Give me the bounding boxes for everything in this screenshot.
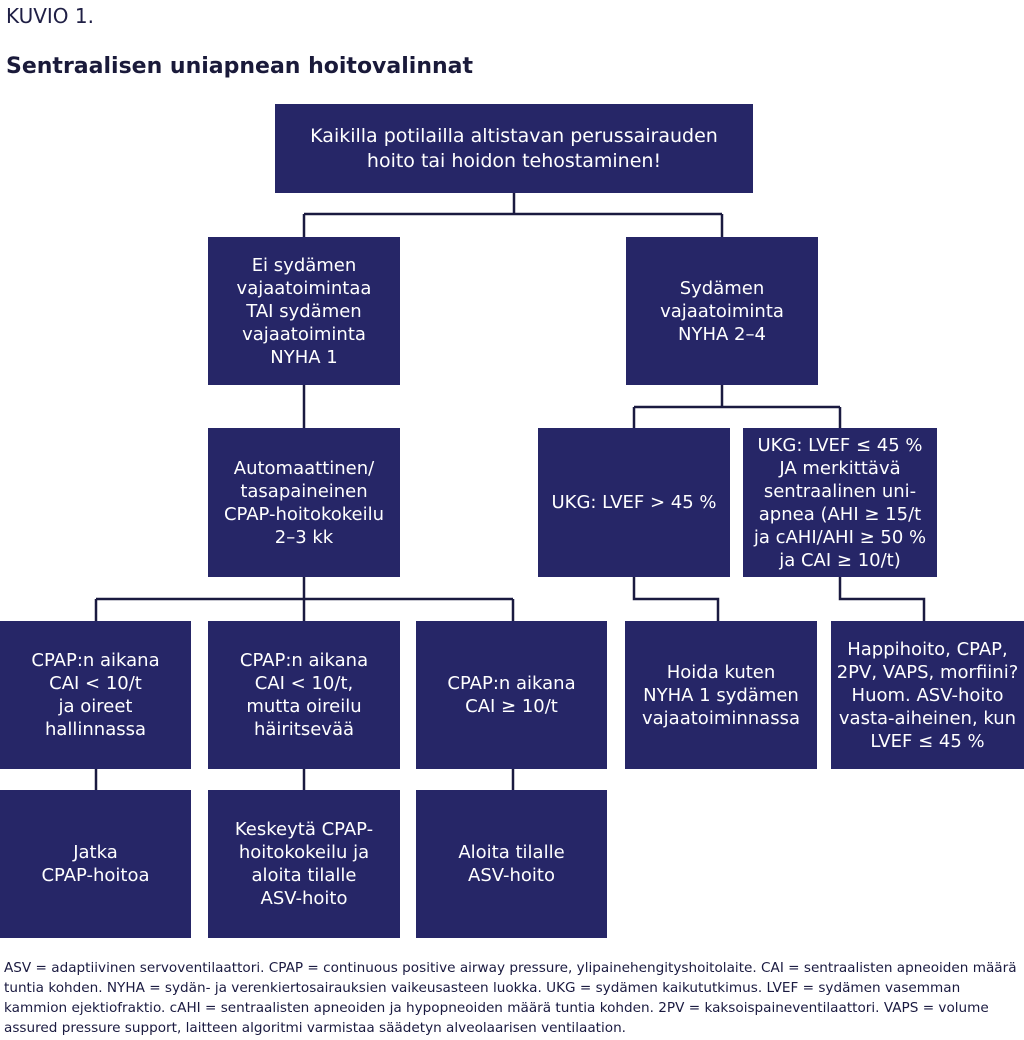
- continue-cpap-box: Jatka CPAP-hoitoa: [0, 790, 191, 938]
- heart-failure-box: Sydämen vajaatoiminta NYHA 2–4: [626, 237, 818, 385]
- lvef-over-45-box: UKG: LVEF > 45 %: [538, 428, 730, 577]
- figure-title: Sentraalisen uniapnean hoitovalinnat: [6, 54, 474, 79]
- treat-as-nyha1-box: Hoida kuten NYHA 1 sydämen vajaatoiminna…: [625, 621, 817, 769]
- cpap-trial-box: Automaattinen/ tasapaineinen CPAP-hoitok…: [208, 428, 400, 577]
- stop-cpap-start-asv-box: Keskeytä CPAP- hoitokokeilu ja aloita ti…: [208, 790, 400, 938]
- cpap-controlled-box: CPAP:n aikana CAI < 10/t ja oireet halli…: [0, 621, 191, 769]
- connector-lvef-under: [838, 577, 926, 621]
- oxygen-options-box: Happihoito, CPAP, 2PV, VAPS, morfiini? H…: [831, 621, 1024, 769]
- connector-right-split: [632, 385, 842, 428]
- lvef-under-45-box: UKG: LVEF ≤ 45 % JA merkittävä sentraali…: [743, 428, 937, 577]
- connector-root-split: [302, 193, 724, 237]
- footnote: ASV = adaptiivinen servoventilaattori. C…: [4, 960, 1017, 1036]
- root-box: Kaikilla potilailla altistavan perussair…: [275, 104, 753, 193]
- cpap-cai-high-box: CPAP:n aikana CAI ≥ 10/t: [416, 621, 607, 769]
- figure-label: KUVIO 1.: [6, 4, 94, 28]
- connector-lvef-over: [632, 577, 720, 621]
- connector-cpap-trial-split: [94, 577, 515, 621]
- cpap-disturbing-box: CPAP:n aikana CAI < 10/t, mutta oireilu …: [208, 621, 400, 769]
- connector-bottom-row: [94, 769, 515, 790]
- no-heart-failure-box: Ei sydämen vajaatoimintaa TAI sydämen va…: [208, 237, 400, 385]
- start-asv-box: Aloita tilalle ASV-hoito: [416, 790, 607, 938]
